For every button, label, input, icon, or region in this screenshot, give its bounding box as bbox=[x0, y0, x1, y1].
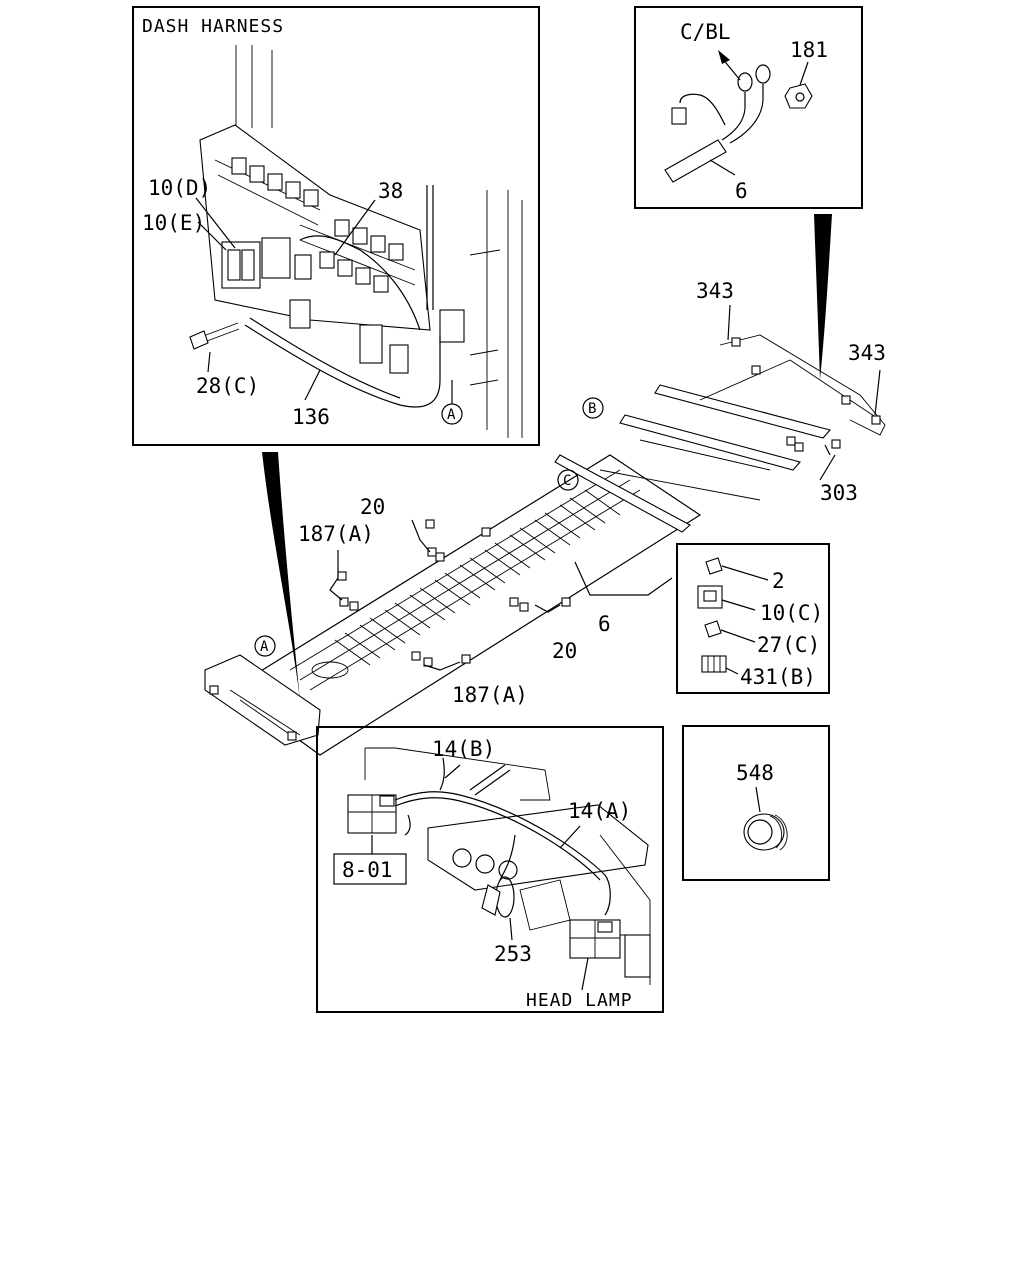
callout-c-bl: C/BL bbox=[680, 20, 731, 44]
svg-text:C: C bbox=[563, 473, 571, 489]
grommet-inset: 548 bbox=[682, 725, 830, 881]
ref-circle-a-frame bbox=[254, 635, 276, 657]
connector-27c bbox=[704, 620, 722, 638]
head-lamp-inset: 8-01 14(B) 14(A) 253 HEAD LAMP bbox=[316, 726, 664, 1013]
callout-20-mid: 20 bbox=[552, 639, 577, 663]
relay-row-lower bbox=[319, 251, 389, 293]
dash-pillar-right bbox=[486, 190, 523, 438]
harness-136 bbox=[244, 324, 441, 408]
grommet-frame bbox=[682, 725, 830, 881]
relay-row-middle bbox=[334, 219, 404, 261]
callout-6-top: 6 bbox=[735, 179, 748, 203]
front-bumper bbox=[204, 654, 321, 746]
callout-431b: 431(B) bbox=[740, 665, 816, 689]
callout-2: 2 bbox=[772, 569, 785, 593]
callout-10c: 10(C) bbox=[760, 601, 823, 625]
cbl-terminal-inset: C/BL 181 6 bbox=[634, 6, 863, 209]
harness-14b bbox=[439, 757, 511, 796]
callout-343-left: 343 bbox=[696, 279, 734, 303]
connector-2 bbox=[705, 557, 723, 575]
callout-10e: 10(E) bbox=[142, 211, 205, 235]
ref-circle-a-dash bbox=[441, 403, 463, 425]
head-lamp-frame bbox=[316, 726, 664, 1013]
svg-text:A: A bbox=[260, 639, 269, 655]
relay-board bbox=[199, 124, 431, 331]
crossmember-c bbox=[554, 454, 691, 533]
svg-text:8-01: 8-01 bbox=[342, 858, 393, 882]
arrow-icon bbox=[718, 50, 730, 64]
ref-box-8-01 bbox=[333, 853, 407, 885]
relay-row-upper bbox=[231, 157, 319, 207]
ref-circle-b-frame bbox=[582, 397, 604, 419]
head-lamp-caption: HEAD LAMP bbox=[526, 990, 633, 1011]
leader-wedge-left bbox=[262, 452, 300, 700]
callout-14a: 14(A) bbox=[568, 799, 631, 823]
callout-136: 136 bbox=[292, 405, 330, 429]
callout-27c: 27(C) bbox=[757, 633, 820, 657]
callout-253: 253 bbox=[494, 942, 532, 966]
ring-terminal-1 bbox=[737, 72, 753, 92]
harness-14a bbox=[394, 791, 611, 916]
connector-a bbox=[439, 309, 465, 343]
callout-548: 548 bbox=[736, 761, 774, 785]
callout-38: 38 bbox=[378, 179, 403, 203]
callout-10d: 10(D) bbox=[148, 176, 211, 200]
nut-181 bbox=[784, 83, 813, 109]
ring-terminal-2 bbox=[755, 64, 771, 84]
svg-text:B: B bbox=[588, 401, 596, 417]
connector-parts-frame bbox=[676, 543, 830, 694]
relay-box bbox=[261, 237, 291, 279]
callout-28c: 28(C) bbox=[196, 374, 259, 398]
callout-187a-bottom: 187(A) bbox=[452, 683, 528, 707]
connector-plug bbox=[671, 107, 687, 125]
cable-6 bbox=[664, 139, 727, 183]
module-small bbox=[359, 324, 383, 364]
callout-181: 181 bbox=[790, 38, 828, 62]
harness-clips bbox=[209, 337, 881, 741]
ref-circle-c-frame bbox=[557, 469, 579, 491]
callout-187a-top: 187(A) bbox=[298, 522, 374, 546]
cbl-frame bbox=[634, 6, 863, 209]
callout-20-top: 20 bbox=[360, 495, 385, 519]
grommet-548 bbox=[743, 813, 785, 851]
callout-343-right: 343 bbox=[848, 341, 886, 365]
dash-pillar-left bbox=[235, 45, 273, 135]
rear-bracket bbox=[719, 334, 886, 436]
callout-303: 303 bbox=[820, 481, 858, 505]
callout-14b: 14(B) bbox=[432, 737, 495, 761]
frame-rail-front bbox=[427, 804, 649, 891]
screw-28c bbox=[189, 330, 209, 350]
dash-harness-inset: DASH HARNESS bbox=[132, 6, 540, 446]
dash-harness-title: DASH HARNESS bbox=[142, 16, 284, 37]
leader-wedge-right bbox=[814, 214, 832, 380]
callout-6-mid: 6 bbox=[598, 612, 611, 636]
dash-harness-frame bbox=[132, 6, 540, 446]
steering-box bbox=[311, 661, 349, 679]
frame-ladder bbox=[334, 489, 621, 666]
crossmember-b bbox=[619, 414, 801, 471]
head-lamp-body bbox=[624, 934, 651, 978]
connector-parts-inset: 2 10(C) 27(C) 431(B) bbox=[676, 543, 830, 694]
chassis-frame: A B C 343 343 303 20 187(A) 6 20 187(A) bbox=[204, 279, 886, 756]
svg-text:A: A bbox=[447, 407, 456, 423]
